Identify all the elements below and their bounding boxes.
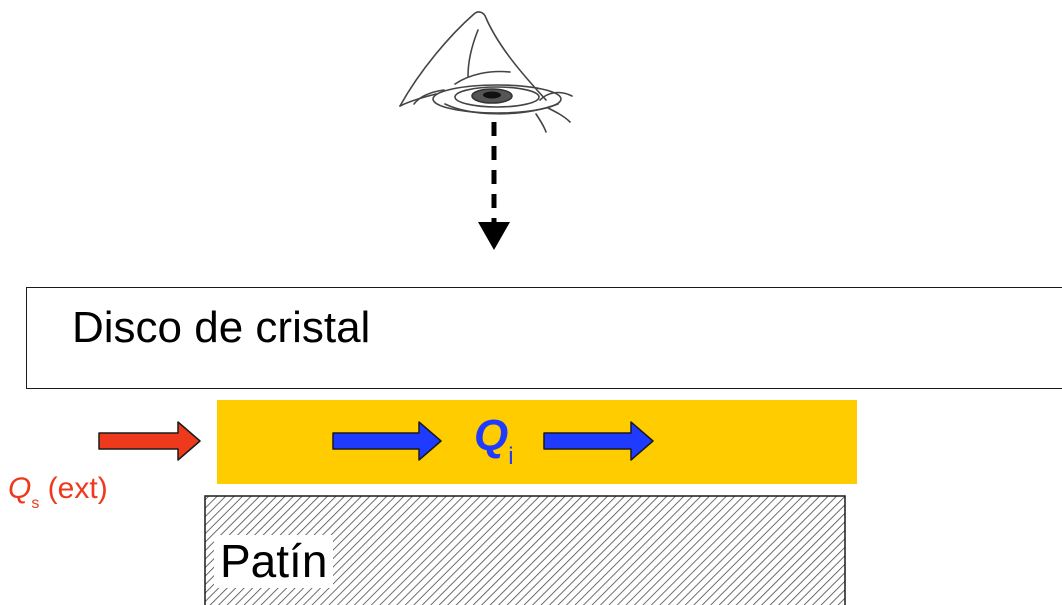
- external-flow-subscript: s: [31, 495, 40, 512]
- internal-flow-subscript: i: [508, 443, 514, 470]
- external-flow-label: Qs (ext): [8, 472, 108, 512]
- internal-flow-arrow-right: [543, 421, 654, 461]
- oil-film-layer: [217, 400, 857, 484]
- internal-flow-arrow-left: [332, 421, 442, 461]
- external-flow-symbol: Q: [8, 472, 32, 505]
- internal-flow-label: Qi: [474, 411, 514, 469]
- internal-flow-symbol: Q: [474, 411, 509, 460]
- glass-disc: [26, 287, 1062, 389]
- eye-icon: [399, 11, 573, 133]
- external-flow-arrow: [98, 421, 201, 461]
- external-flow-qualifier: (ext): [39, 472, 108, 505]
- dashed-arrow-down-icon: [478, 122, 510, 250]
- disc-label: Disco de cristal: [72, 303, 371, 352]
- shoe-label: Patín: [214, 535, 334, 588]
